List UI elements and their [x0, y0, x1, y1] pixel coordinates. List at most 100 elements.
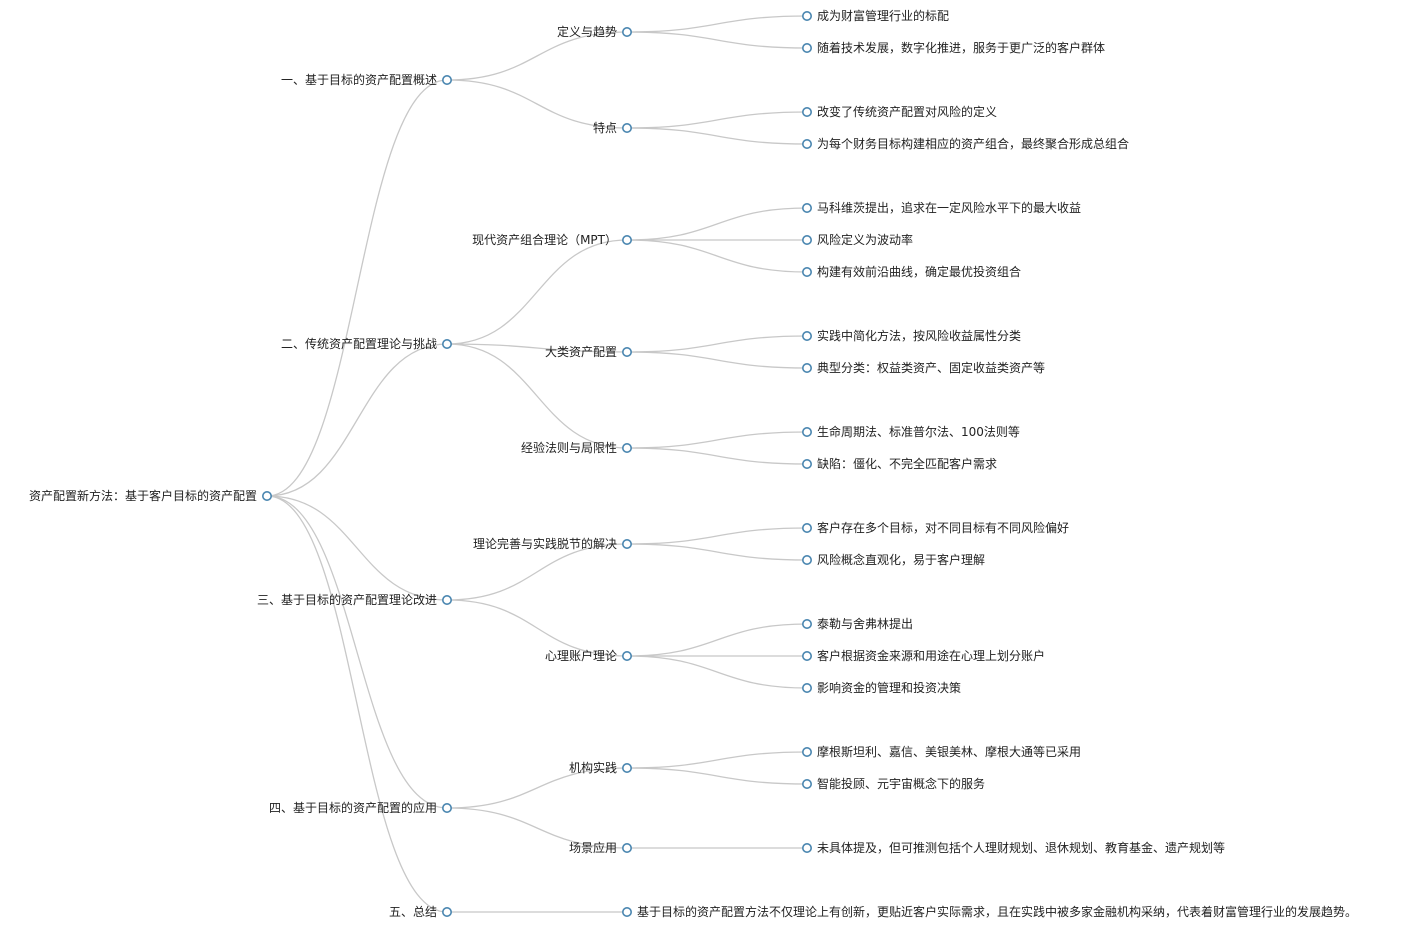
node-toggle-dot[interactable]: [801, 11, 812, 21]
node-toggle-dot[interactable]: [801, 203, 812, 214]
node-toggle-dot[interactable]: [801, 522, 812, 533]
branch-node[interactable]: 经验法则与局限性: [521, 440, 632, 455]
node-label: 生命周期法、标准普尔法、100法则等: [817, 424, 1020, 439]
node-label: 五、总结: [389, 905, 437, 919]
mind-map-links: [266, 15, 808, 913]
node-toggle-dot[interactable]: [801, 458, 812, 469]
node-toggle-dot[interactable]: [441, 906, 452, 917]
node-label: 缺陷：僵化、不完全匹配客户需求: [817, 456, 997, 471]
leaf-node[interactable]: 典型分类：权益类资产、固定收益类资产等: [801, 360, 1045, 375]
node-toggle-dot[interactable]: [441, 338, 452, 349]
node-label: 二、传统资产配置理论与挑战: [281, 336, 437, 351]
connector-line: [266, 343, 448, 497]
connector-line: [626, 543, 808, 561]
leaf-node[interactable]: 智能投顾、元宇宙概念下的服务: [801, 776, 985, 791]
node-toggle-dot[interactable]: [621, 906, 632, 917]
connector-line: [626, 111, 808, 129]
node-label: 构建有效前沿曲线，确定最优投资组合: [817, 264, 1021, 279]
connector-line: [626, 15, 808, 33]
node-label: 改变了传统资产配置对风险的定义: [817, 104, 997, 119]
node-label: 马科维茨提出，追求在一定风险水平下的最大收益: [817, 200, 1081, 215]
node-toggle-dot[interactable]: [441, 594, 452, 605]
branch-node[interactable]: 一、基于目标的资产配置概述: [281, 72, 452, 87]
node-label: 一、基于目标的资产配置概述: [281, 72, 437, 87]
node-toggle-dot[interactable]: [801, 682, 812, 693]
node-toggle-dot[interactable]: [621, 538, 632, 549]
leaf-node[interactable]: 改变了传统资产配置对风险的定义: [801, 104, 997, 119]
connector-line: [626, 351, 808, 369]
leaf-node[interactable]: 客户存在多个目标，对不同目标有不同风险偏好: [801, 520, 1069, 535]
leaf-node[interactable]: 未具体提及，但可推测包括个人理财规划、退休规划、教育基金、遗产规划等: [801, 840, 1225, 855]
node-toggle-dot[interactable]: [621, 842, 632, 853]
node-toggle-dot[interactable]: [801, 139, 812, 150]
node-toggle-dot[interactable]: [621, 346, 632, 357]
leaf-node[interactable]: 成为财富管理行业的标配: [801, 8, 949, 23]
leaf-node[interactable]: 缺陷：僵化、不完全匹配客户需求: [801, 456, 997, 471]
leaf-node[interactable]: 构建有效前沿曲线，确定最优投资组合: [801, 264, 1021, 279]
branch-node[interactable]: 现代资产组合理论（MPT）: [472, 232, 632, 247]
node-toggle-dot[interactable]: [621, 123, 632, 134]
node-toggle-dot[interactable]: [801, 650, 812, 661]
root-node[interactable]: 资产配置新方法：基于客户目标的资产配置: [29, 488, 272, 503]
node-toggle-dot[interactable]: [801, 618, 812, 629]
leaf-node[interactable]: 实践中简化方法，按风险收益属性分类: [801, 328, 1021, 343]
branch-node[interactable]: 二、传统资产配置理论与挑战: [281, 336, 452, 351]
node-toggle-dot[interactable]: [621, 26, 632, 37]
connector-line: [626, 207, 808, 241]
connector-line: [266, 79, 448, 497]
node-toggle-dot[interactable]: [801, 330, 812, 341]
node-label: 未具体提及，但可推测包括个人理财规划、退休规划、教育基金、遗产规划等: [817, 840, 1225, 855]
leaf-node[interactable]: 生命周期法、标准普尔法、100法则等: [801, 424, 1020, 439]
branch-node[interactable]: 场景应用: [569, 840, 632, 855]
node-toggle-dot[interactable]: [621, 762, 632, 773]
node-toggle-dot[interactable]: [801, 266, 812, 277]
node-toggle-dot[interactable]: [621, 442, 632, 453]
leaf-node[interactable]: 风险概念直观化，易于客户理解: [801, 552, 985, 567]
connector-line: [446, 31, 628, 81]
branch-node[interactable]: 机构实践: [569, 760, 632, 775]
branch-node[interactable]: 定义与趋势: [557, 24, 632, 39]
node-toggle-dot[interactable]: [801, 554, 812, 565]
node-toggle-dot[interactable]: [801, 426, 812, 437]
node-toggle-dot[interactable]: [801, 235, 812, 246]
connector-line: [626, 527, 808, 545]
branch-node[interactable]: 特点: [593, 120, 632, 135]
leaf-node[interactable]: 随着技术发展，数字化推进，服务于更广泛的客户群体: [801, 40, 1105, 55]
node-label: 机构实践: [569, 760, 617, 775]
node-toggle-dot[interactable]: [261, 490, 272, 501]
branch-node[interactable]: 大类资产配置: [545, 345, 632, 359]
node-toggle-dot[interactable]: [801, 842, 812, 853]
node-label: 智能投顾、元宇宙概念下的服务: [817, 776, 985, 791]
node-toggle-dot[interactable]: [801, 362, 812, 373]
node-label: 大类资产配置: [545, 345, 617, 359]
branch-node[interactable]: 五、总结: [389, 905, 452, 919]
leaf-node[interactable]: 客户根据资金来源和用途在心理上划分账户: [801, 648, 1045, 663]
node-label: 随着技术发展，数字化推进，服务于更广泛的客户群体: [817, 40, 1105, 55]
node-toggle-dot[interactable]: [441, 75, 452, 86]
branch-node[interactable]: 心理账户理论: [545, 648, 632, 663]
node-toggle-dot[interactable]: [621, 235, 632, 246]
connector-line: [626, 335, 808, 353]
node-toggle-dot[interactable]: [441, 802, 452, 813]
leaf-node[interactable]: 马科维茨提出，追求在一定风险水平下的最大收益: [801, 200, 1081, 215]
leaf-node[interactable]: 风险定义为波动率: [801, 232, 913, 247]
branch-node[interactable]: 四、基于目标的资产配置的应用: [269, 800, 452, 815]
node-toggle-dot[interactable]: [621, 650, 632, 661]
node-toggle-dot[interactable]: [801, 778, 812, 789]
node-toggle-dot[interactable]: [801, 746, 812, 757]
branch-node[interactable]: 三、基于目标的资产配置理论改进: [257, 592, 452, 607]
branch-node[interactable]: 理论完善与实践脱节的解决: [473, 536, 632, 551]
leaf-node[interactable]: 影响资金的管理和投资决策: [801, 680, 961, 695]
connector-line: [626, 239, 808, 273]
connector-line: [626, 447, 808, 465]
node-toggle-dot[interactable]: [801, 107, 812, 118]
leaf-node[interactable]: 为每个财务目标构建相应的资产组合，最终聚合形成总组合: [801, 136, 1129, 151]
node-label: 实践中简化方法，按风险收益属性分类: [817, 328, 1021, 343]
leaf-node[interactable]: 泰勒与舍弗林提出: [801, 616, 913, 631]
connector-line: [626, 623, 808, 657]
leaf-node[interactable]: 摩根斯坦利、嘉信、美银美林、摩根大通等已采用: [801, 744, 1081, 759]
leaf-node[interactable]: 基于目标的资产配置方法不仅理论上有创新，更贴近客户实际需求，且在实践中被多家金融…: [621, 904, 1357, 919]
node-toggle-dot[interactable]: [801, 42, 812, 53]
